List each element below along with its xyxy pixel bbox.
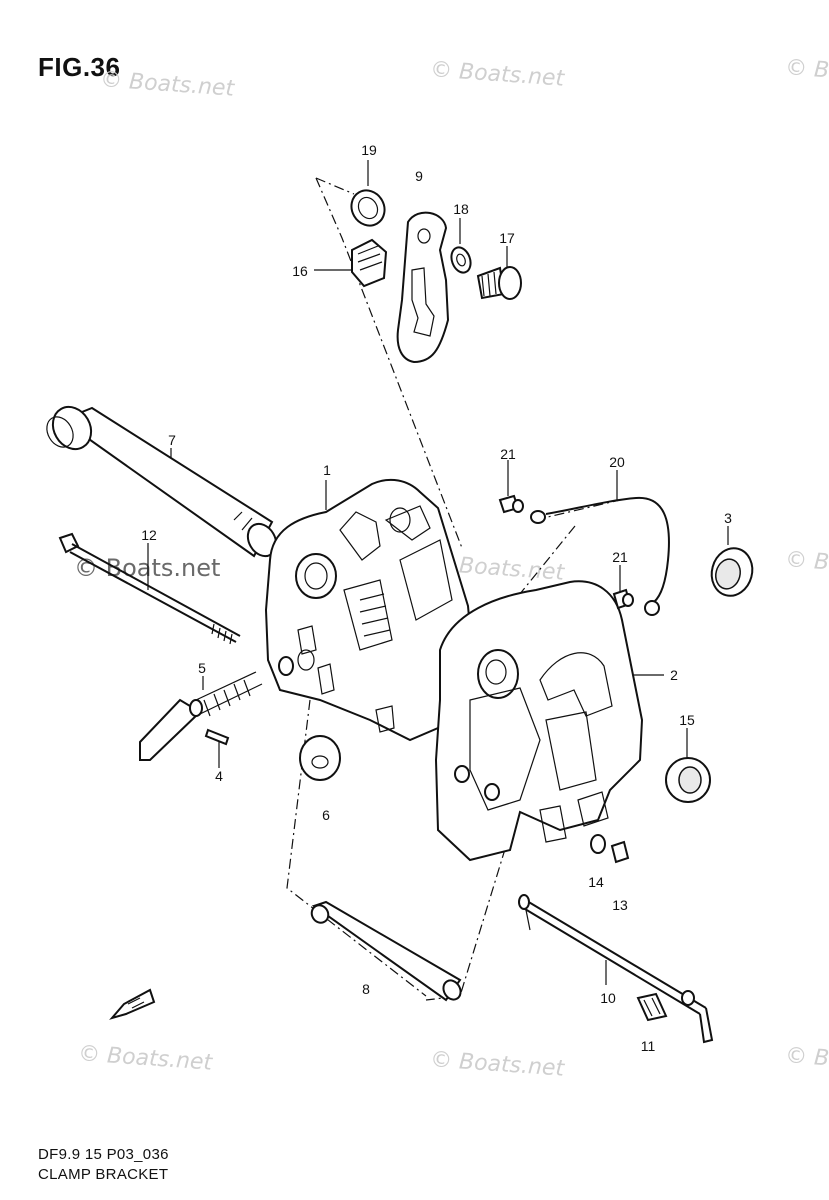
part-19-grommet	[350, 189, 386, 227]
part-6-knob	[299, 735, 341, 781]
part-21-screw	[612, 588, 634, 610]
callout-18: 18	[453, 201, 469, 217]
callout-5: 5	[198, 660, 206, 676]
callout-3: 3	[724, 510, 732, 526]
part-21-screw	[498, 494, 524, 514]
callout-6: 6	[322, 807, 330, 823]
callout-12: 12	[141, 527, 157, 543]
construction-line	[315, 177, 463, 549]
part-11-clip	[636, 992, 668, 1022]
part-9-lock-plate	[396, 211, 450, 364]
callout-19: 19	[361, 142, 377, 158]
construction-line	[514, 525, 576, 601]
part-3-bushing	[710, 547, 754, 597]
part-4-pin	[204, 728, 230, 746]
part-1-stern-bracket	[264, 478, 474, 742]
part-2-stern-bracket	[434, 580, 644, 862]
part-14-washer	[590, 834, 606, 854]
callout-1: 1	[323, 462, 331, 478]
callout-2: 2	[670, 667, 678, 683]
callout-21: 21	[612, 549, 628, 565]
callout-20: 20	[609, 454, 625, 470]
callout-15: 15	[679, 712, 695, 728]
part-13-nut	[610, 840, 630, 864]
part-15-nut	[665, 757, 711, 803]
figure-title: FIG.36	[38, 52, 121, 82]
figure-code: DF9.9 15 P03_036	[38, 1146, 169, 1163]
callout-10: 10	[600, 990, 616, 1006]
part-7-tilt-tube	[46, 405, 278, 558]
callout-21: 21	[500, 446, 516, 462]
part-20-ground-wire	[530, 496, 670, 616]
callout-13: 13	[612, 897, 628, 913]
part-10-rod	[518, 894, 714, 1044]
part-8-pin	[310, 900, 462, 1002]
part-16-pad	[351, 238, 388, 288]
callout-17: 17	[499, 230, 515, 246]
callout-11: 11	[640, 1038, 656, 1054]
part-12-long-bolt	[58, 532, 241, 645]
callout-8: 8	[362, 981, 370, 997]
part-18-washer	[450, 246, 472, 274]
figure-caption: CLAMP BRACKET	[38, 1166, 169, 1183]
callout-7: 7	[168, 432, 176, 448]
callout-16: 16	[292, 263, 308, 279]
construction-line	[315, 177, 355, 195]
part-17-bolt	[476, 266, 522, 300]
callout-4: 4	[215, 768, 223, 784]
forward-arrow-icon	[109, 988, 156, 1020]
callout-14: 14	[588, 874, 604, 890]
callout-9: 9	[415, 168, 423, 184]
construction-line	[534, 499, 621, 521]
part-5-spring-plunger	[139, 671, 263, 761]
